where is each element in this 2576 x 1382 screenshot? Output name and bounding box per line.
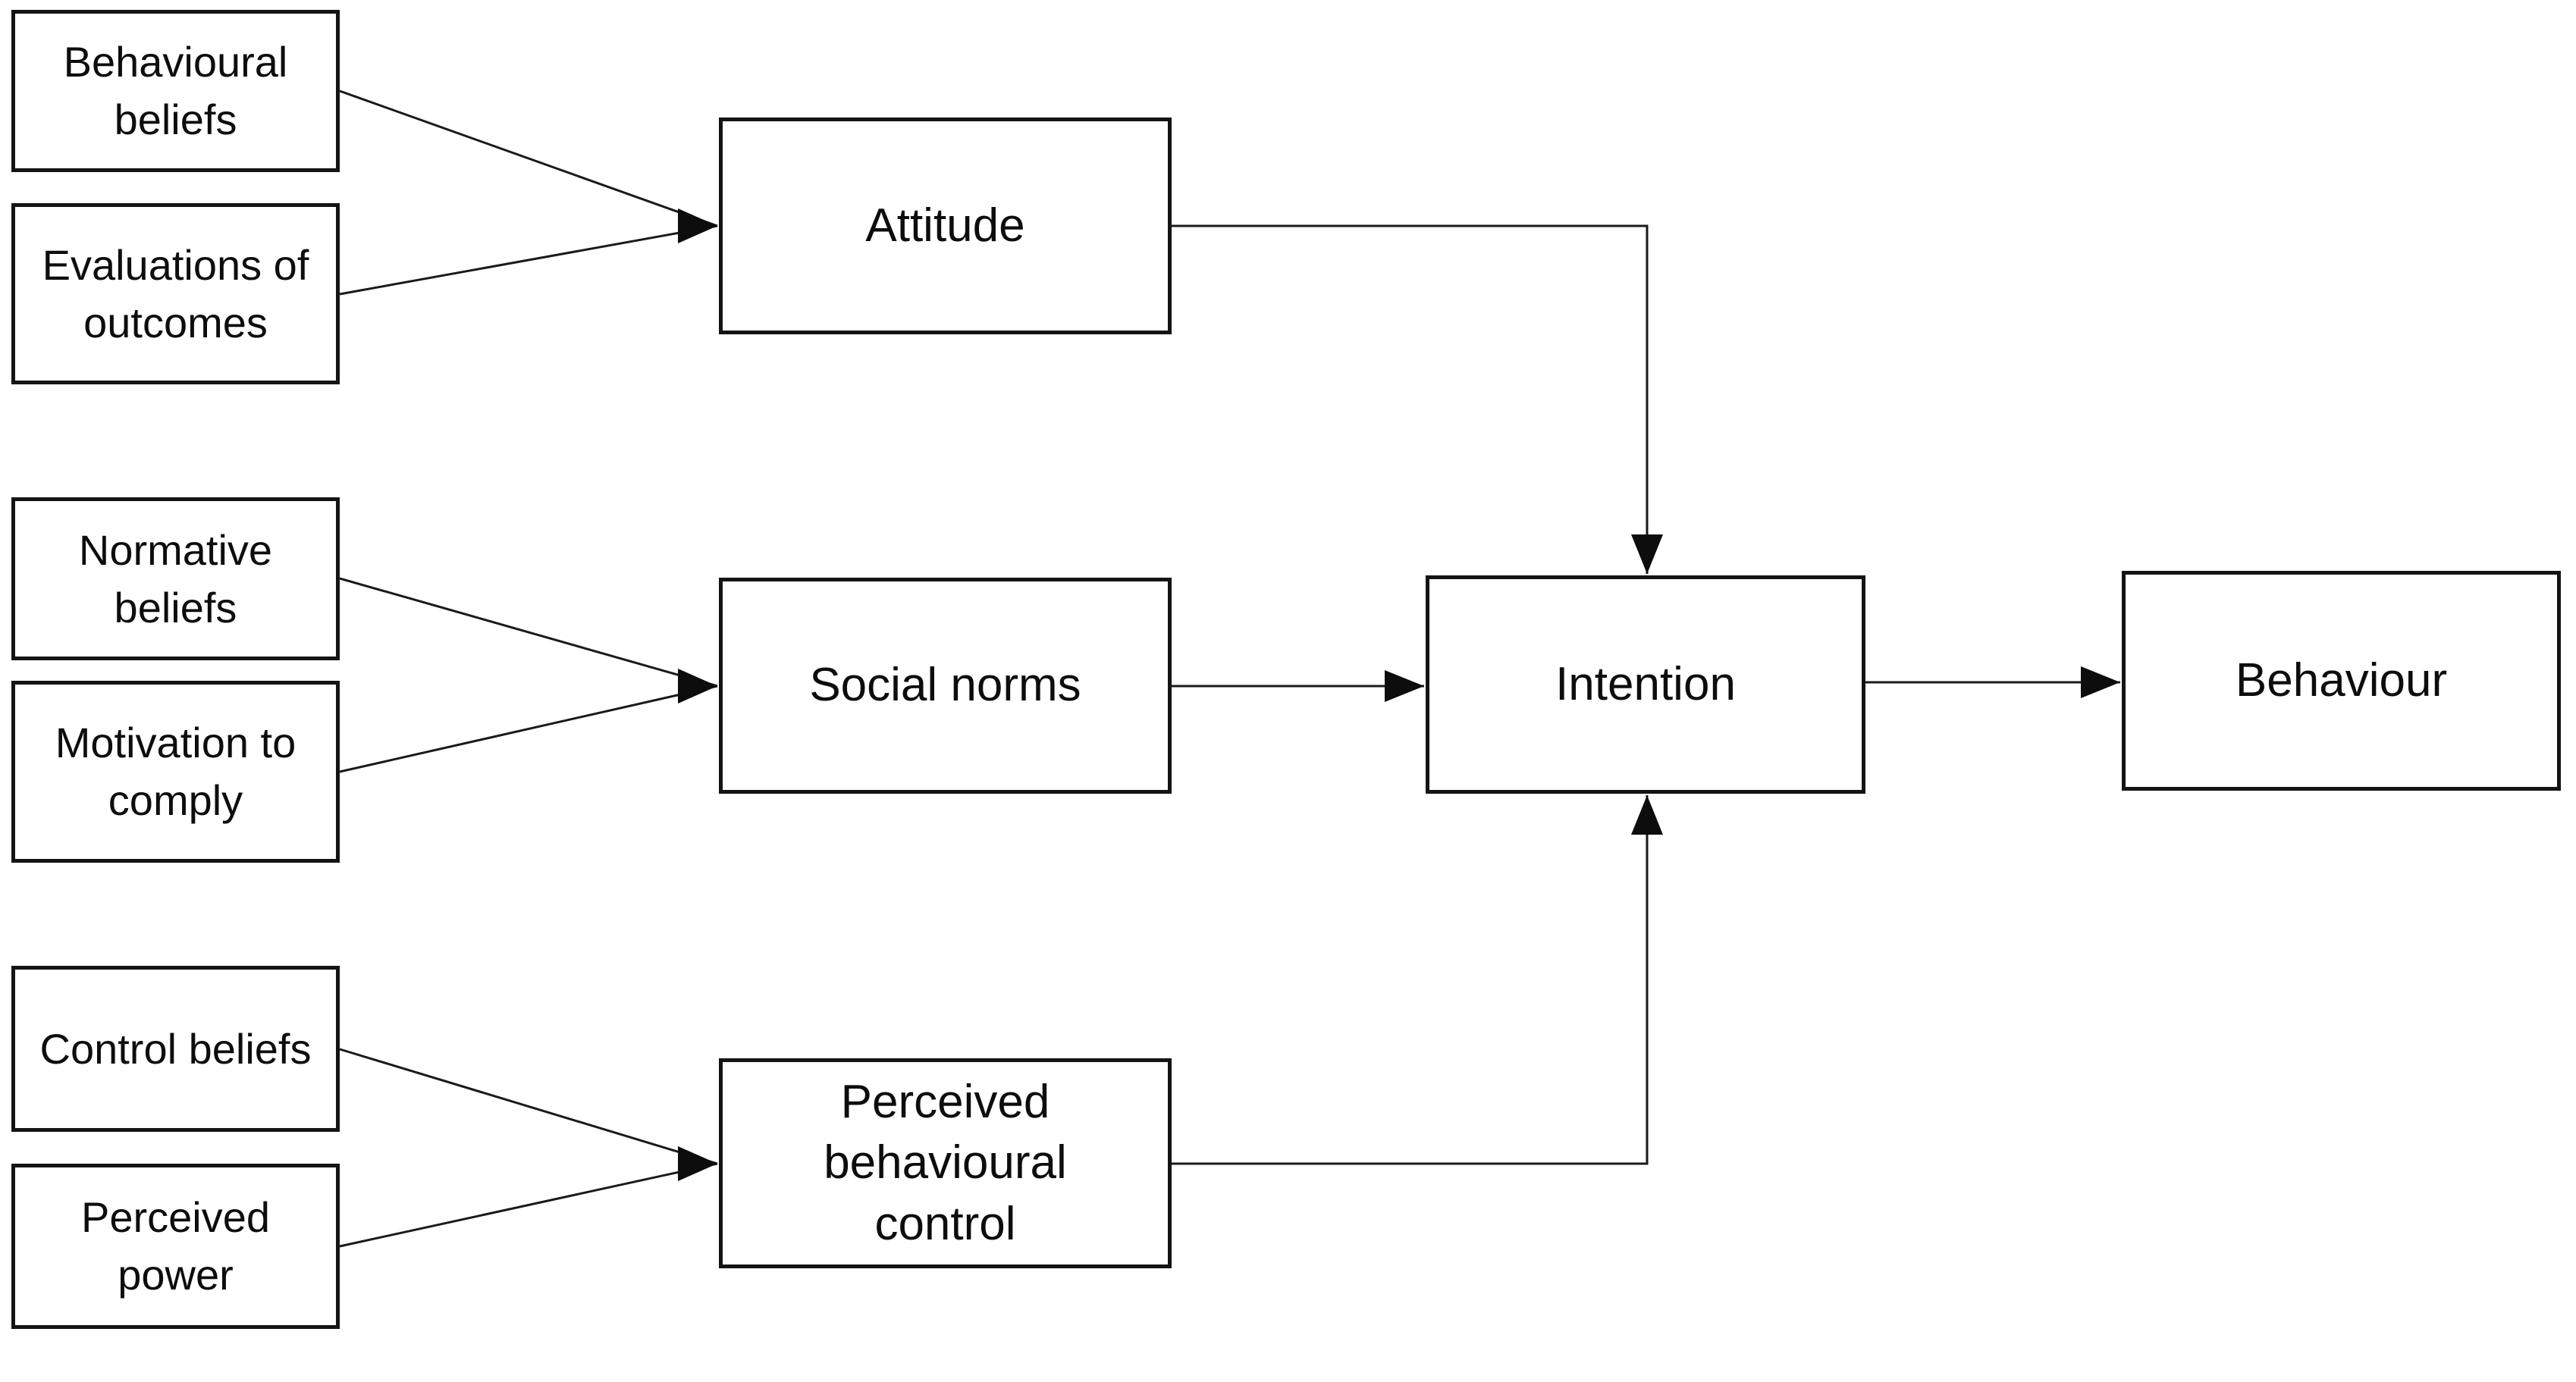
node-social-norms-label: Social norms — [809, 659, 1081, 712]
edge-attitude-to-intention — [1172, 224, 1663, 574]
node-perceived-power-label: Perceived power — [80, 1193, 271, 1299]
node-behaviour: Behaviour — [2122, 571, 2561, 791]
node-perceived-behavioural-control: Perceived behavioural control — [719, 1058, 1172, 1268]
node-motivation-to-comply-label: Motivation to comply — [55, 719, 297, 824]
edge-pbc-to-intention — [1172, 795, 1663, 1165]
edge-motivation-to-comply-to-social-norms — [339, 685, 718, 773]
arrowhead-into-attitude — [678, 208, 717, 243]
node-social-norms: Social norms — [719, 578, 1172, 794]
edge-control-beliefs-to-pbc — [339, 1048, 718, 1165]
node-perceived-behavioural-control-label: Perceived behavioural control — [824, 1075, 1067, 1250]
node-control-beliefs-label: Control beliefs — [39, 1024, 312, 1073]
node-behaviour-label: Behaviour — [2235, 653, 2448, 707]
node-motivation-to-comply: Motivation to comply — [11, 681, 340, 863]
edge-evaluations-of-outcomes-to-attitude — [339, 224, 718, 296]
node-evaluations-of-outcomes: Evaluations of outcomes — [11, 203, 340, 384]
node-normative-beliefs-label: Normative beliefs — [78, 525, 273, 631]
node-intention: Intention — [1426, 575, 1865, 794]
node-perceived-power: Perceived power — [11, 1164, 340, 1329]
arrowhead-into-social-norms — [678, 669, 717, 704]
node-intention-label: Intention — [1555, 657, 1736, 710]
node-behavioural-beliefs-label: Behavioural beliefs — [63, 38, 288, 143]
node-behavioural-beliefs: Behavioural beliefs — [11, 10, 340, 172]
node-evaluations-of-outcomes-label: Evaluations of outcomes — [42, 240, 309, 346]
node-attitude: Attitude — [719, 118, 1172, 334]
node-attitude-label: Attitude — [865, 199, 1025, 252]
node-control-beliefs: Control beliefs — [11, 966, 340, 1132]
edge-normative-beliefs-to-social-norms — [339, 577, 718, 688]
edge-behavioural-beliefs-to-attitude — [339, 89, 718, 227]
edge-perceived-power-to-pbc — [339, 1162, 718, 1248]
node-normative-beliefs: Normative beliefs — [11, 497, 340, 660]
arrowhead-into-pbc — [678, 1146, 717, 1181]
